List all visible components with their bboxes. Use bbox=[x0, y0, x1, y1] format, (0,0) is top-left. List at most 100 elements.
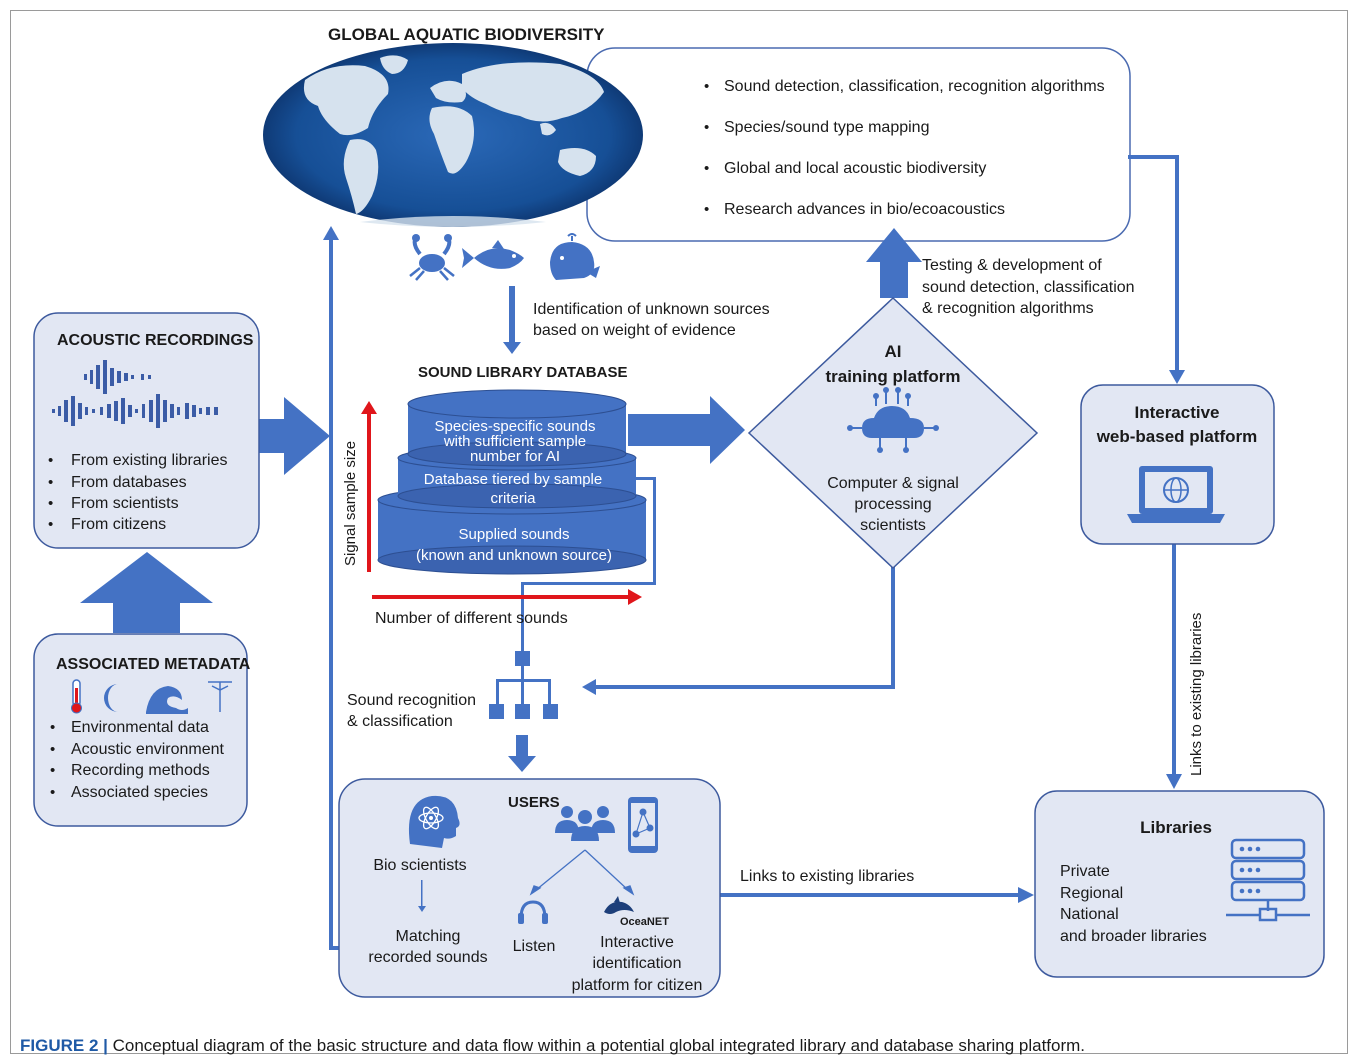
ai-to-recognition-connector bbox=[582, 567, 895, 695]
listen-label: Listen bbox=[513, 938, 556, 955]
caption-text: Conceptual diagram of the basic structur… bbox=[107, 1036, 1086, 1055]
library-item: and broader libraries bbox=[1060, 928, 1207, 945]
web-to-libraries-connector bbox=[1166, 544, 1182, 789]
links-vertical-label: Links to existing libraries bbox=[1188, 613, 1205, 776]
list-item: From scientists bbox=[71, 495, 179, 512]
citizen-platform-label: Interactive bbox=[600, 934, 674, 951]
crab-icon bbox=[409, 234, 455, 281]
svg-text:•: • bbox=[704, 78, 709, 95]
y-axis-label: Signal sample size bbox=[342, 441, 359, 566]
bullet-text: Research advances in bio/ecoacoustics bbox=[724, 201, 1005, 218]
wave-icon bbox=[146, 686, 188, 714]
svg-text:•: • bbox=[48, 495, 53, 512]
recognition-label: & classification bbox=[347, 713, 453, 730]
classification-tree-icon bbox=[489, 651, 558, 719]
tier2-label: Database tiered by sample bbox=[424, 471, 602, 488]
svg-text:•: • bbox=[48, 452, 53, 469]
global-biodiversity-title: GLOBAL AQUATIC BIODIVERSITY bbox=[328, 25, 605, 44]
identification-label: based on weight of evidence bbox=[533, 322, 736, 339]
list-item: Acoustic environment bbox=[71, 741, 225, 758]
list-item: From citizens bbox=[71, 516, 166, 533]
waveform-icon bbox=[52, 360, 218, 428]
links-horizontal-label: Links to existing libraries bbox=[740, 868, 914, 885]
metadata-list: • Environmental data • Acoustic environm… bbox=[50, 719, 225, 801]
outputs-to-web-connector bbox=[1128, 155, 1185, 384]
identification-arrow bbox=[503, 286, 521, 354]
testing-label: & recognition algorithms bbox=[922, 300, 1094, 317]
headphones-icon bbox=[518, 900, 548, 924]
testing-label: sound detection, classification bbox=[922, 279, 1135, 296]
metadata-to-acoustic-arrow bbox=[80, 552, 213, 633]
ai-title: training platform bbox=[825, 367, 960, 386]
matching-label: Matching bbox=[396, 928, 461, 945]
fish-icon bbox=[462, 240, 524, 269]
testing-label: Testing & development of bbox=[922, 257, 1102, 274]
ai-title: AI bbox=[885, 342, 902, 361]
web-title: Interactive bbox=[1134, 403, 1219, 422]
list-item: Associated species bbox=[71, 784, 208, 801]
database-title: SOUND LIBRARY DATABASE bbox=[418, 364, 627, 381]
list-item: From databases bbox=[71, 474, 187, 491]
moon-icon bbox=[104, 684, 118, 712]
users-branch-lines bbox=[529, 849, 635, 896]
web-title: web-based platform bbox=[1096, 427, 1258, 446]
phone-network-icon bbox=[628, 797, 658, 853]
recognition-label: Sound recognition bbox=[347, 692, 476, 709]
list-item: Recording methods bbox=[71, 762, 210, 779]
server-icon bbox=[1226, 838, 1310, 922]
whale-icon bbox=[550, 233, 600, 280]
small-down-arrow bbox=[418, 880, 426, 912]
number-of-sounds-axis bbox=[372, 589, 642, 605]
figure-frame bbox=[10, 10, 1348, 1054]
hydrophone-icon bbox=[208, 681, 232, 712]
tier1-label: with sufficient sample bbox=[443, 433, 586, 450]
oceanet-logo bbox=[604, 896, 634, 914]
citizen-platform-label: identification bbox=[593, 955, 682, 972]
users-title: USERS bbox=[508, 794, 560, 811]
library-item: Regional bbox=[1060, 885, 1123, 902]
ai-cloud-icon bbox=[847, 387, 939, 453]
ai-subtitle: scientists bbox=[860, 517, 926, 534]
acoustic-to-database-arrow bbox=[236, 397, 330, 475]
bullet-text: Sound detection, classification, recogni… bbox=[724, 78, 1105, 95]
svg-text:•: • bbox=[704, 160, 709, 177]
libraries-box bbox=[1034, 790, 1325, 978]
signal-size-axis bbox=[361, 401, 377, 572]
figure-label: FIGURE 2 | bbox=[20, 1036, 108, 1055]
tier1-label: Species-specific sounds bbox=[435, 418, 596, 435]
recognition-to-users-arrow bbox=[508, 735, 536, 772]
svg-text:•: • bbox=[704, 119, 709, 136]
citizen-platform-label: platform for citizen bbox=[572, 977, 703, 994]
list-item: From existing libraries bbox=[71, 452, 227, 469]
users-group-icon bbox=[555, 806, 615, 841]
laptop-globe-icon bbox=[1127, 466, 1225, 523]
tier2-label: criteria bbox=[490, 490, 536, 507]
database-to-ai-arrow bbox=[628, 396, 745, 464]
svg-text:•: • bbox=[50, 719, 55, 736]
svg-text:•: • bbox=[50, 784, 55, 801]
svg-text:•: • bbox=[704, 201, 709, 218]
research-outputs-list: • Sound detection, classification, recog… bbox=[704, 78, 1105, 218]
acoustic-recordings-list: • From existing libraries • From databas… bbox=[48, 452, 227, 533]
web-platform-box bbox=[1080, 384, 1275, 545]
x-axis-label: Number of different sounds bbox=[375, 610, 568, 627]
svg-text:•: • bbox=[50, 762, 55, 779]
users-to-libraries-connector bbox=[719, 887, 1034, 903]
database-tier-1 bbox=[407, 389, 627, 467]
figure-caption: FIGURE 2 | Conceptual diagram of the bas… bbox=[20, 1036, 1085, 1056]
libraries-title: Libraries bbox=[1140, 818, 1212, 837]
world-map-globe bbox=[263, 43, 643, 227]
ai-subtitle: processing bbox=[854, 496, 931, 513]
brain-head-icon bbox=[408, 795, 460, 848]
identification-label: Identification of unknown sources bbox=[533, 301, 770, 318]
ai-subtitle: Computer & signal bbox=[827, 475, 959, 492]
svg-text:•: • bbox=[48, 516, 53, 533]
svg-text:•: • bbox=[50, 741, 55, 758]
acoustic-recordings-title: ACOUSTIC RECORDINGS bbox=[57, 332, 254, 349]
thermometer-icon bbox=[71, 679, 82, 714]
oceanet-logo-text: OceaNET bbox=[620, 916, 669, 928]
library-item: National bbox=[1060, 906, 1119, 923]
bullet-text: Global and local acoustic biodiversity bbox=[724, 160, 986, 177]
bullet-text: Species/sound type mapping bbox=[724, 119, 929, 136]
bio-scientists-label: Bio scientists bbox=[373, 857, 466, 874]
